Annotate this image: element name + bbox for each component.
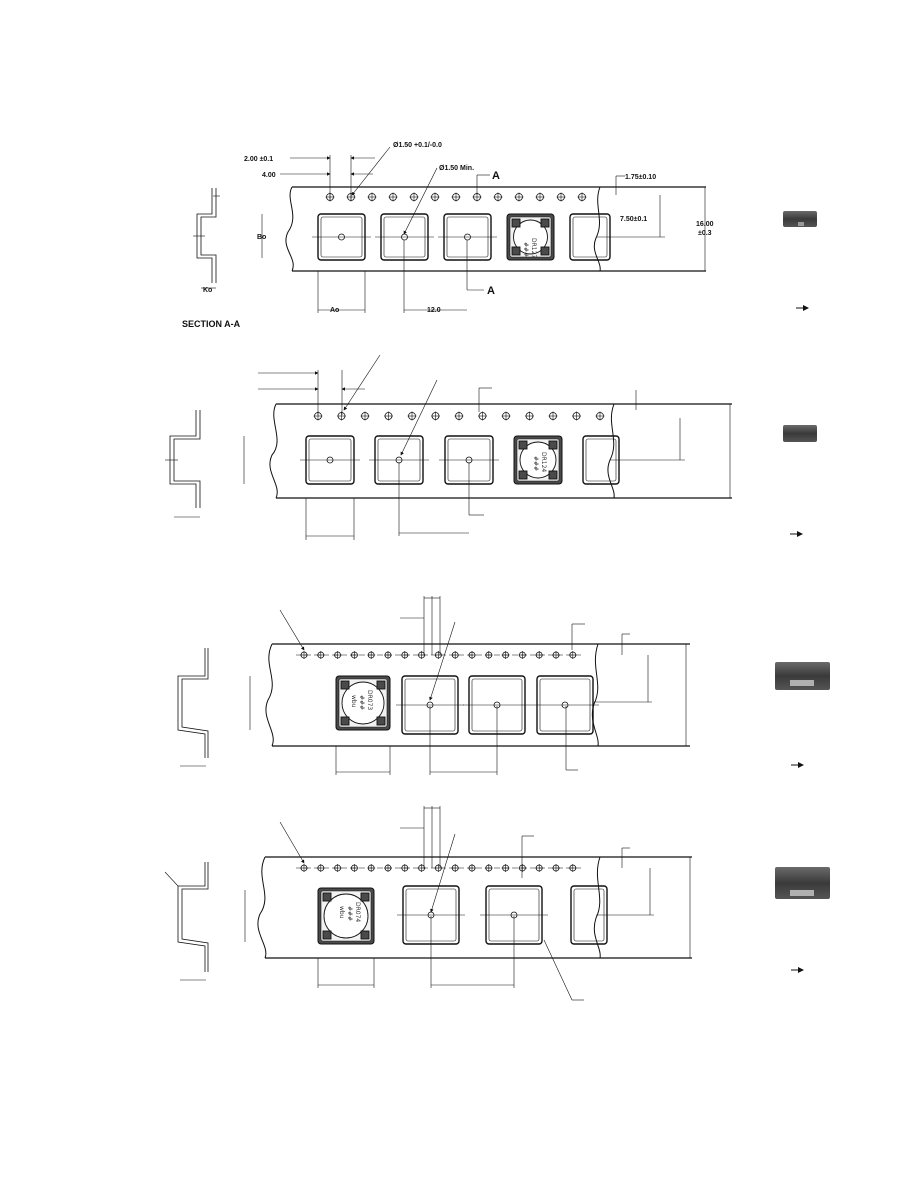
section-caption: SECTION A-A [182,319,241,329]
sprocket-hole [367,651,376,659]
carrier-pocket [312,213,371,261]
sprocket-hole [568,651,577,659]
sprocket-hole [407,411,417,421]
sprocket-hole [572,411,581,421]
part-marking-4-line3: wbu [338,906,345,919]
sprocket-hole [384,864,392,872]
sprocket-hole [409,192,419,202]
sprocket-hole [552,864,560,872]
sprocket-hole [493,192,503,202]
sprocket-hole [454,411,464,421]
sprocket-hole [525,411,534,421]
tape-drawing-1 [193,146,809,313]
a0-label: Ao [330,307,339,314]
part-marking-1-line2: ### [522,242,529,257]
sprocket-hole [451,192,461,202]
hole-to-center-label: 7.50±0.1 [620,216,647,223]
part-marking-1: DR127 [530,238,537,258]
tape-drawing-3 [177,596,804,775]
sprocket-hole-dia-label: Ø1.50 +0.1/-0.0 [393,142,442,149]
carrier-pocket [438,213,497,261]
sprocket-hole [316,864,325,872]
sprocket-hole [430,192,440,202]
sprocket-hole [518,864,527,872]
pocket-pitch-label: 12.0 [427,307,441,314]
sprocket-hole [568,864,577,872]
part-photo-2 [783,425,817,442]
carrier-pocket [531,675,599,735]
part-photo-3 [775,662,830,690]
inductor-part [335,675,391,731]
sprocket-hole [367,864,376,872]
sprocket-hole [333,864,342,872]
sprocket-hole [501,864,510,872]
edge-offset-label: 1.75±0.10 [625,174,656,181]
sprocket-hole [595,411,605,421]
sprocket-hole [417,651,426,659]
sprocket-hole [548,411,558,421]
sprocket-hole [556,192,566,202]
sprocket-hole [484,651,493,659]
sprocket-hole [400,864,409,872]
sprocket-hole [468,651,476,659]
sprocket-hole [535,651,544,659]
sprocket-hole [417,864,426,872]
tape-width-tol-label: ±0.3 [698,230,712,237]
sprocket-hole [333,651,342,659]
tape-drawing-4 [164,806,804,1001]
sprocket-hole [468,864,476,872]
k0-label: Ko [203,287,212,294]
sprocket-hole [367,192,377,202]
inductor-part [317,887,375,945]
sprocket-hole [451,651,460,659]
part-photo-4 [775,867,830,899]
sprocket-hole [400,651,409,659]
sprocket-hole [434,864,443,872]
b0-label: Bo [257,234,266,241]
part-marking-2: DR124 [540,452,547,472]
sprocket-hole [552,651,560,659]
part-marking-2-line2: ### [532,456,539,471]
sprocket-hole [316,651,325,659]
sprocket-hole [337,411,346,421]
sprocket-hole [514,192,524,202]
sprocket-hole [501,651,510,659]
sprocket-hole [350,651,359,659]
tape-drawing-2 [165,354,803,540]
sprocket-hole [434,651,443,659]
sprocket-hole [518,651,527,659]
inductor-part [513,435,563,485]
part-marking-4: DR074 [354,902,361,922]
section-marker-top: A [492,170,500,182]
carrier-pocket [300,435,360,485]
sprocket-hole [300,864,308,872]
sprocket-hole [388,192,398,202]
sprocket-hole [384,651,392,659]
section-marker-bottom: A [487,285,495,297]
sprocket-hole [384,411,393,421]
sprocket-hole [484,864,493,872]
sprocket-hole [350,864,359,872]
pitch-4-label: 4.00 [262,172,276,179]
inductor-part [506,213,555,261]
sprocket-hole [501,411,511,421]
sprocket-hole [577,192,587,202]
cavity-hole-dia-label: Ø1.50 Min. [439,165,474,172]
sprocket-hole [360,411,370,421]
part-marking-3-line2: ### [358,695,365,710]
sprocket-hole [535,192,545,202]
part-marking-3: DR073 [366,690,373,710]
sprocket-hole [478,411,487,421]
sprocket-hole [300,651,308,659]
sprocket-hole [535,864,544,872]
sprocket-hole [451,864,460,872]
part-marking-4-line2: ### [346,906,353,921]
carrier-pocket [375,213,434,261]
sprocket-hole [431,411,440,421]
part-photo-1 [783,211,817,227]
part-marking-3-line3: wbu [350,695,357,708]
tape-width-label: 16.00 [696,221,714,228]
pitch-2-label: 2.00 ±0.1 [244,156,273,163]
